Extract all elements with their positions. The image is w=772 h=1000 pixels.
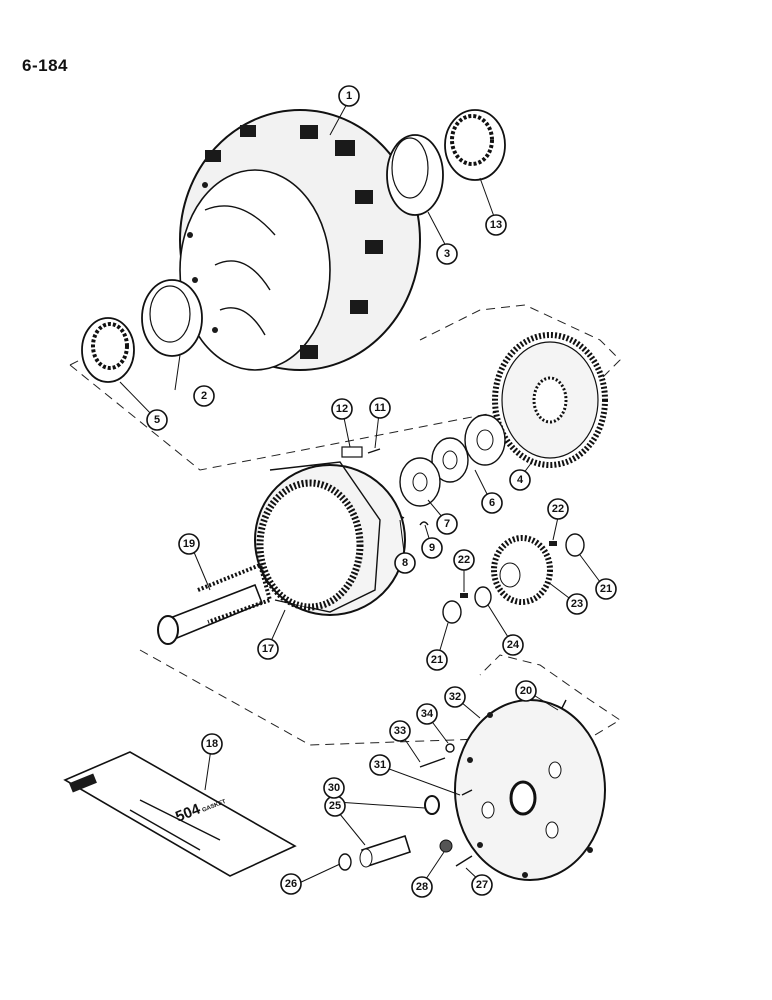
thrust-washer-24 xyxy=(474,586,492,608)
washer-34 xyxy=(445,743,455,753)
nut-28 xyxy=(439,839,453,853)
svg-text:23: 23 xyxy=(571,598,583,610)
seal-31 xyxy=(461,789,473,796)
svg-text:30: 30 xyxy=(328,782,340,794)
thrust-washer-7 xyxy=(399,457,441,507)
svg-text:18: 18 xyxy=(206,738,218,750)
svg-text:31: 31 xyxy=(374,759,386,771)
svg-text:3: 3 xyxy=(444,248,450,260)
callout-1: 1 xyxy=(338,85,360,107)
page-number: 6-184 xyxy=(22,56,68,75)
callout-21-right: 21 xyxy=(595,578,617,600)
svg-text:1: 1 xyxy=(346,90,352,102)
thrust-washer-6 xyxy=(431,414,506,483)
o-ring-26 xyxy=(338,853,352,871)
bolt-11 xyxy=(367,448,381,454)
callout-23: 23 xyxy=(566,593,588,615)
callout-12: 12 xyxy=(331,398,353,420)
planet-gear-23 xyxy=(491,535,553,605)
svg-text:13: 13 xyxy=(490,219,502,231)
callout-33: 33 xyxy=(389,720,411,742)
planetary-hub-housing xyxy=(179,109,421,371)
gasket-kit-18: 504 GASKET xyxy=(63,751,297,877)
callout-27: 27 xyxy=(471,874,493,896)
callout-11: 11 xyxy=(369,397,391,419)
svg-text:19: 19 xyxy=(183,538,195,550)
callout-17: 17 xyxy=(257,638,279,660)
bolt-33 xyxy=(419,757,446,768)
callout-19: 19 xyxy=(178,533,200,555)
lock-plate-12 xyxy=(341,446,363,458)
callout-32: 32 xyxy=(444,686,466,708)
bearing-cone-13 xyxy=(444,109,506,181)
callout-6: 6 xyxy=(481,492,503,514)
callout-30: 30 xyxy=(323,777,345,799)
callout-20: 20 xyxy=(515,680,537,702)
callout-34: 34 xyxy=(416,703,438,725)
callout-28: 28 xyxy=(411,876,433,898)
bearing-cup-2 xyxy=(141,279,203,357)
callout-3: 3 xyxy=(436,243,458,265)
svg-text:22: 22 xyxy=(458,554,470,566)
svg-text:2: 2 xyxy=(201,390,207,402)
callout-31: 31 xyxy=(369,754,391,776)
ring-gear-17 xyxy=(254,461,406,616)
callout-2: 2 xyxy=(193,385,215,407)
svg-text:9: 9 xyxy=(429,542,435,554)
svg-text:8: 8 xyxy=(402,557,408,569)
svg-text:6: 6 xyxy=(489,497,495,509)
svg-text:26: 26 xyxy=(285,878,297,890)
callout-8: 8 xyxy=(394,552,416,574)
stud-27 xyxy=(455,855,473,867)
middle-group-outline xyxy=(139,649,621,746)
callout-25: 25 xyxy=(324,795,346,817)
callout-13: 13 xyxy=(485,214,507,236)
callout-26: 26 xyxy=(280,873,302,895)
thrust-washer-21-lower xyxy=(442,600,462,624)
retaining-clip-9 xyxy=(419,521,429,526)
svg-text:32: 32 xyxy=(449,691,461,703)
svg-text:7: 7 xyxy=(444,518,450,530)
svg-text:34: 34 xyxy=(421,708,434,720)
svg-text:4: 4 xyxy=(517,474,524,486)
svg-text:21: 21 xyxy=(431,654,443,666)
svg-text:17: 17 xyxy=(262,643,274,655)
svg-text:33: 33 xyxy=(394,725,406,737)
callout-4: 4 xyxy=(509,469,531,491)
callout-24: 24 xyxy=(502,634,524,656)
callout-5: 5 xyxy=(146,409,168,431)
bearing-cone-5 xyxy=(81,317,135,383)
svg-text:11: 11 xyxy=(374,402,386,414)
callout-7: 7 xyxy=(436,513,458,535)
pin-22-upper xyxy=(549,541,557,546)
axle-shaft-19 xyxy=(157,562,273,645)
callout-9: 9 xyxy=(421,537,443,559)
svg-text:5: 5 xyxy=(154,414,160,426)
bearing-cup-3 xyxy=(386,134,444,216)
plug-30 xyxy=(424,795,440,815)
upper-group-outline xyxy=(69,304,621,471)
svg-text:21: 21 xyxy=(600,583,612,595)
svg-text:25: 25 xyxy=(329,800,341,812)
callout-21-lower: 21 xyxy=(426,649,448,671)
svg-text:20: 20 xyxy=(520,685,532,697)
svg-text:22: 22 xyxy=(552,503,564,515)
hub-end-cover-32 xyxy=(454,699,606,881)
callout-22-lower: 22 xyxy=(453,549,475,571)
planet-carrier-gear-4 xyxy=(492,332,608,468)
callout-22-upper: 22 xyxy=(547,498,569,520)
callout-18: 18 xyxy=(201,733,223,755)
svg-text:12: 12 xyxy=(336,403,348,415)
svg-text:28: 28 xyxy=(416,881,428,893)
pin-25 xyxy=(359,834,411,868)
pin-22-lower xyxy=(460,593,468,598)
thrust-washer-21-upper xyxy=(565,533,585,557)
svg-text:27: 27 xyxy=(476,879,488,891)
svg-text:24: 24 xyxy=(507,639,520,651)
